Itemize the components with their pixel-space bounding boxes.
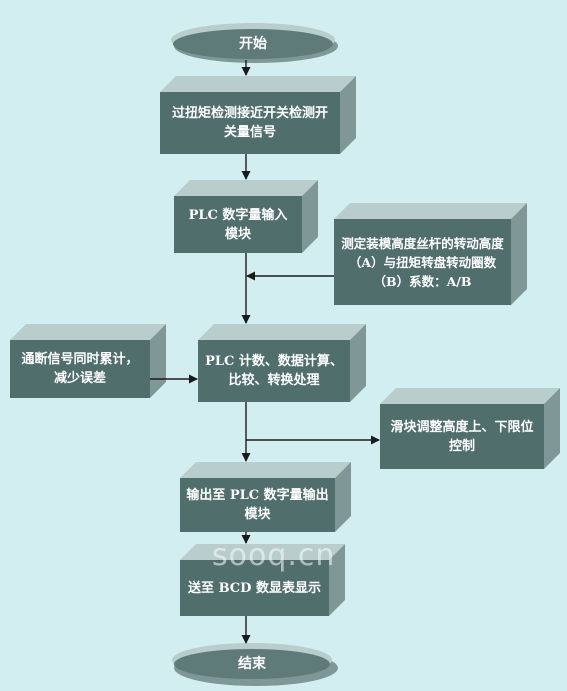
side-box-accumulate [10,324,166,398]
side1-label: 测定装模高度丝杆的转动高度（A）与扭矩转盘转动圈数（B）系数：A/B [341,235,504,289]
process-box-plc-output [180,462,351,532]
end-label: 结束 [238,655,266,672]
start-terminal [171,23,338,63]
n4-label: 输出至 PLC 数字量输出模块 [186,488,329,522]
process-box-plc-input [174,180,318,253]
side2-label: 通断信号同时累计，减少误差 [21,352,139,386]
side3-label: 滑块调整高度上、下限位控制 [390,419,534,454]
side-box-coefficient [334,203,527,305]
n1-label: 过扭矩检测接近开关检测开关量信号 [171,106,328,140]
n2-label: PLC 数字量输入模块 [188,207,288,242]
end-terminal [172,643,338,686]
n3-label: PLC 计数、数据计算、比较、转换处理 [205,354,343,388]
side-box-limit-control [380,388,560,469]
start-label: 开始 [239,35,267,52]
watermark: sooq.cn [212,538,336,573]
process-box-plc-compute [198,324,366,402]
n5-label: 送至 BCD 数显表显示 [188,580,321,596]
process-box-detect-signal [160,76,356,154]
process-box-bcd-display [180,544,345,616]
